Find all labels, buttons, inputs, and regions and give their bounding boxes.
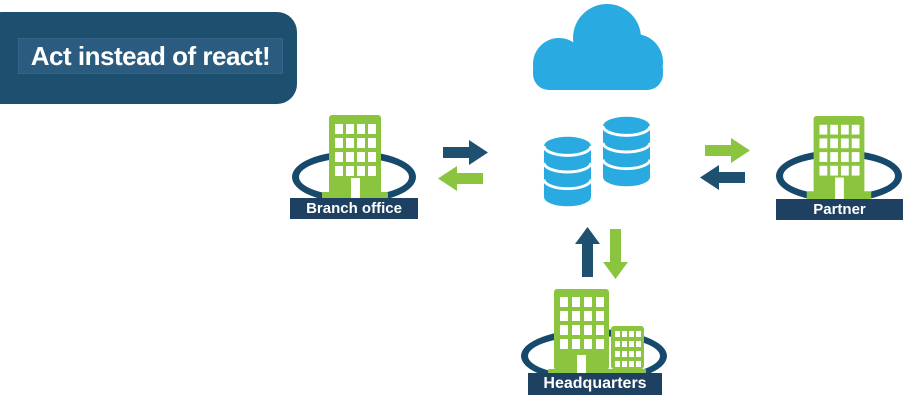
branch-office-label: Branch office xyxy=(290,198,418,219)
arrow-cloud-to-branch-icon xyxy=(438,166,483,191)
banner-highlight-box: Act instead of react! xyxy=(18,38,283,74)
headquarters-label-text: Headquarters xyxy=(543,375,647,392)
database-icon xyxy=(602,116,651,187)
database-icon xyxy=(543,136,592,207)
partner-label: Partner xyxy=(776,199,903,220)
branch-office-label-text: Branch office xyxy=(306,200,402,217)
partner-label-text: Partner xyxy=(813,201,866,218)
headquarters-label: Headquarters xyxy=(528,373,662,395)
arrow-partner-to-cloud-icon xyxy=(700,165,745,190)
arrow-cloud-to-partner-icon xyxy=(705,138,750,163)
banner-title: Act instead of react! xyxy=(30,40,271,71)
arrow-cloud-to-headquarters-icon xyxy=(603,229,628,279)
cloud-icon xyxy=(533,4,663,90)
headquarters-buildings-icon xyxy=(548,289,646,377)
banner: Act instead of react! xyxy=(0,12,297,104)
arrow-headquarters-to-cloud-icon xyxy=(575,227,600,277)
office-building-icon xyxy=(322,115,388,200)
office-building-icon xyxy=(806,116,872,199)
arrow-branch-to-cloud-icon xyxy=(443,140,488,165)
